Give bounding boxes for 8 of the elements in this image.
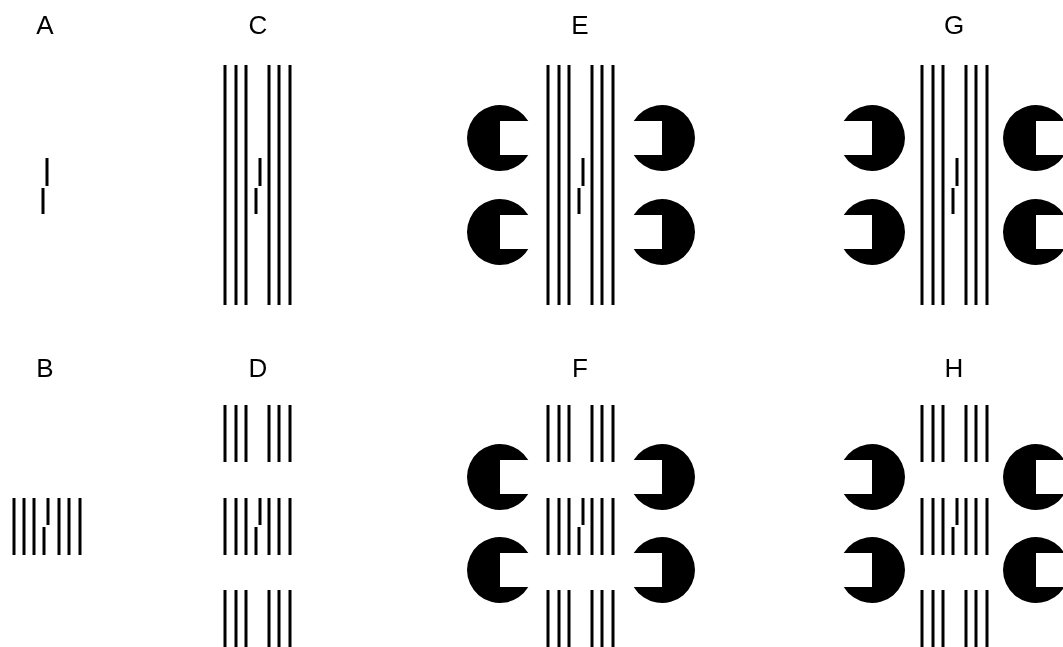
panel-label: B [36,353,54,383]
panel-label: E [571,10,589,40]
panel-label: D [248,353,268,383]
panel-label: F [572,353,588,383]
panel-label: G [943,10,965,40]
panel-label: A [36,10,54,40]
panel-label: C [248,10,268,40]
panel-label: H [944,353,964,383]
